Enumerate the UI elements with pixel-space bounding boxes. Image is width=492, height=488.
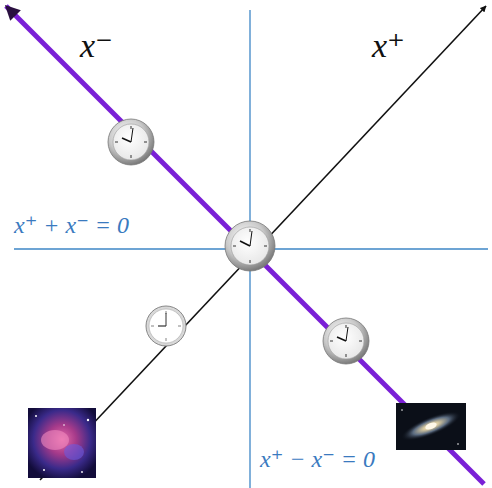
nebula-picture xyxy=(28,408,96,478)
clock-icon xyxy=(108,119,154,165)
x-plus-axis xyxy=(40,6,486,480)
equation-label: x⁺ + x⁻ = 0 xyxy=(14,212,129,240)
galaxy-picture xyxy=(396,403,466,450)
simple-clock-icon xyxy=(146,306,186,346)
clock-icon xyxy=(225,221,275,271)
equation-label: x⁺ − x⁻ = 0 xyxy=(260,446,375,474)
axis-label: x⁺ xyxy=(372,26,405,65)
clock-icon xyxy=(323,318,369,364)
x-minus-worldline xyxy=(6,6,484,484)
axis-label: x⁻ xyxy=(80,26,113,65)
